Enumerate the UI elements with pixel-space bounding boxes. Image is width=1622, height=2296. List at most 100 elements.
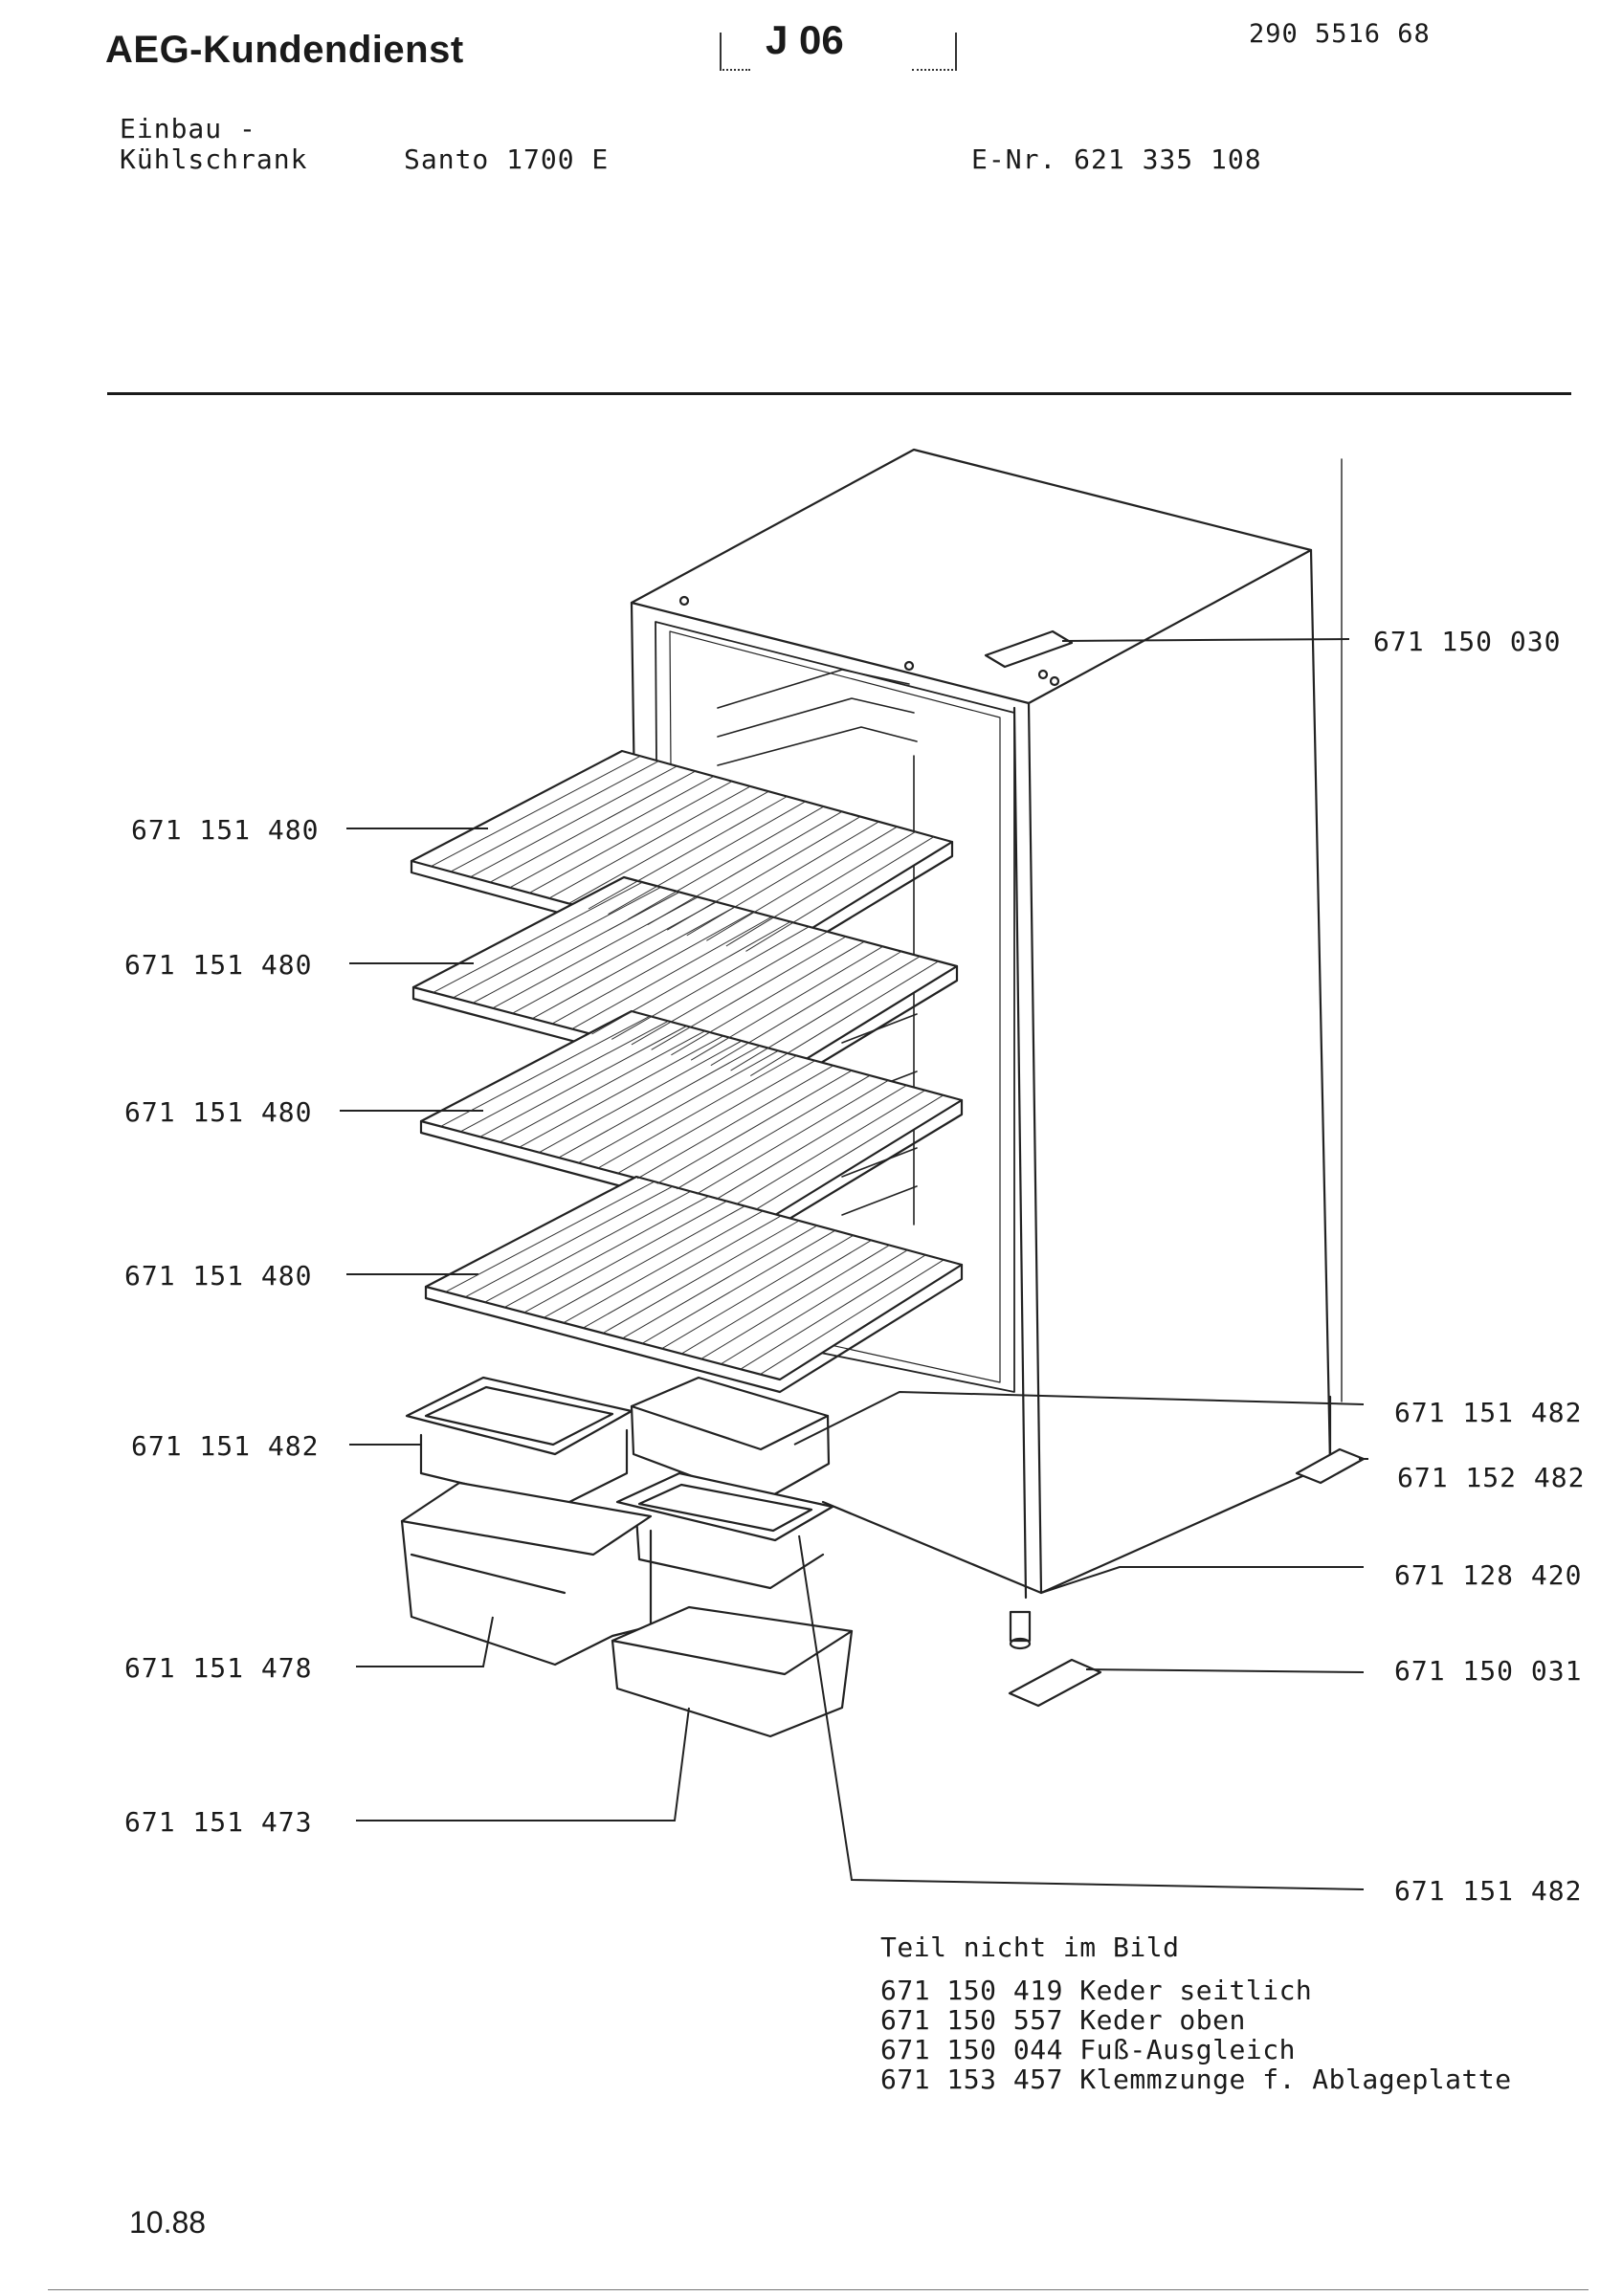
shelf-hatch-line: [529, 781, 733, 894]
shelf-hatch-line: [721, 1249, 908, 1365]
shelf-hatch-line: [499, 1030, 705, 1143]
callout-shelf-4: 671 151 480: [124, 1260, 313, 1292]
shelf-hatch-line: [745, 836, 935, 952]
shelf-hatch-line: [588, 796, 788, 910]
callout-side-bracket: 671 152 482: [1397, 1462, 1586, 1493]
shelf-hatch-line: [716, 1085, 907, 1201]
shelf-hatch-line: [760, 1259, 944, 1376]
callout-bin-middle: 671 151 482: [1394, 1397, 1583, 1428]
shelf-hatch-line: [750, 960, 939, 1076]
shelf-hatch-line: [503, 1196, 709, 1308]
sheet-code: J 06: [766, 17, 844, 62]
brand-title: AEG-Kundendienst: [105, 29, 464, 71]
shelf-hatch-line: [563, 1210, 764, 1324]
notes-item: 671 150 419 Keder seitlich: [880, 1975, 1313, 2006]
shelf-hatch-line: [489, 770, 696, 883]
shelf-hatch-line: [647, 810, 843, 926]
foot-adjuster: [1009, 1610, 1032, 1650]
shelf-hatch-line: [450, 761, 659, 872]
shelf-hatch-line: [548, 785, 751, 899]
callout-cabinet-base: 671 128 420: [1394, 1559, 1583, 1591]
shelf-4: [424, 1175, 964, 1394]
shelf-hatch-line: [479, 1026, 687, 1137]
side-bracket: [1295, 1447, 1366, 1485]
shelf-hatch-line: [651, 936, 847, 1050]
callout-shelf-1: 671 151 480: [131, 814, 320, 846]
callout-shelf-3: 671 151 480: [124, 1096, 313, 1128]
shelf-hatch-line: [622, 1225, 818, 1339]
shelf-hatch-line: [558, 1045, 761, 1159]
shelf-hatch-line: [445, 1181, 655, 1292]
bin-middle-low: [615, 1471, 834, 1590]
notes-heading: Teil nicht im Bild: [880, 1932, 1180, 1963]
callout-bin-lower: 671 151 482: [1394, 1875, 1583, 1907]
sheet-code-bracket-right: [912, 33, 957, 71]
shelf-hatch-line: [725, 831, 916, 947]
shelf-hatch-line: [470, 765, 678, 878]
device-e-number: E-Nr. 621 335 108: [971, 144, 1262, 175]
shelf-hatch-line: [464, 1185, 674, 1298]
shelf-hatch-line: [656, 1070, 853, 1184]
shelf-hatch-line: [583, 1215, 782, 1329]
shelf-hatch-line: [686, 821, 879, 937]
shelf-hatch-line: [591, 921, 791, 1035]
shelf-hatch-line: [602, 1220, 800, 1334]
shelf-hatch-line: [597, 1055, 797, 1169]
shelf-hatch-line: [568, 790, 769, 904]
shelf-hatch-line: [680, 1240, 872, 1355]
shelf-hatch-line: [532, 906, 736, 1020]
shelf-hatch-line: [710, 951, 902, 1067]
shelf-hatch-line: [706, 826, 898, 941]
notes-item: 671 153 457 Klemmzunge f. Ablageplatte: [880, 2064, 1512, 2095]
shelf-hatch-line: [641, 1229, 836, 1344]
shelf-hatch-line: [735, 1090, 925, 1205]
callout-top-hinge: 671 150 030: [1373, 626, 1562, 657]
shelf-hatch-line: [690, 945, 883, 1061]
parts-not-shown: Teil nicht im Bild 671 150 419 Keder sei…: [880, 1932, 1512, 2094]
shelf-hatch-line: [578, 1049, 779, 1163]
footer-date: 10.88: [129, 2205, 207, 2240]
shelf-hatch-line: [523, 1201, 727, 1314]
shelf-hatch-line: [544, 1205, 745, 1318]
shelf-hatch-line: [676, 1074, 871, 1190]
footer-rule: [48, 2289, 1589, 2290]
header-rule: [107, 392, 1571, 395]
shelf-hatch-line: [539, 1040, 743, 1154]
shelf-hatch-line: [512, 901, 717, 1014]
shelf-hatch-line: [740, 1254, 926, 1370]
shelf-hatch-line: [636, 1065, 834, 1180]
device-type-line2: Kühlschrank: [120, 144, 308, 175]
shelf-hatch-line: [509, 775, 715, 889]
shelf-hatch-line: [440, 1015, 651, 1127]
shelf-hatch-line: [661, 1234, 854, 1350]
shelf-hatch-line: [700, 1245, 890, 1359]
shelf-hatch-line: [608, 801, 806, 915]
shelf-hatch-line: [571, 916, 772, 1029]
shelf-hatch-line: [472, 892, 680, 1004]
shelf-hatch-line: [431, 755, 641, 867]
leader-lines: [340, 638, 1368, 1890]
bottom-hinge: [1008, 1658, 1102, 1708]
sheet-code-bracket-left: [720, 33, 750, 71]
shelf-hatch-line: [459, 1020, 669, 1133]
notes-item: 671 150 044 Fuß-Ausgleich: [880, 2034, 1296, 2065]
shelf-hatch-line: [696, 1079, 889, 1195]
shelf-hatch-line: [433, 881, 643, 993]
notes-item: 671 150 557 Keder oben: [880, 2004, 1246, 2036]
document-number: 290 5516 68: [1249, 19, 1431, 49]
shelf-hatch-line: [617, 1060, 815, 1174]
shelf-hatch-line: [730, 956, 921, 1071]
callout-bottom-hinge: 671 150 031: [1394, 1655, 1583, 1687]
callout-shelf-2: 671 151 480: [124, 949, 313, 981]
shelf-hatch-line: [484, 1190, 691, 1303]
device-type-line1: Einbau -: [120, 113, 256, 144]
device-model: Santo 1700 E: [404, 144, 610, 175]
shelf-hatch-line: [627, 806, 825, 920]
shelf-hatch-line: [631, 931, 828, 1046]
shelf-hatching: [431, 755, 944, 1376]
callout-bin-left: 671 151 482: [131, 1430, 320, 1462]
shelf-hatch-line: [671, 940, 865, 1056]
bin-left-top: [405, 1376, 633, 1509]
shelf-hatch-line: [755, 1094, 944, 1210]
